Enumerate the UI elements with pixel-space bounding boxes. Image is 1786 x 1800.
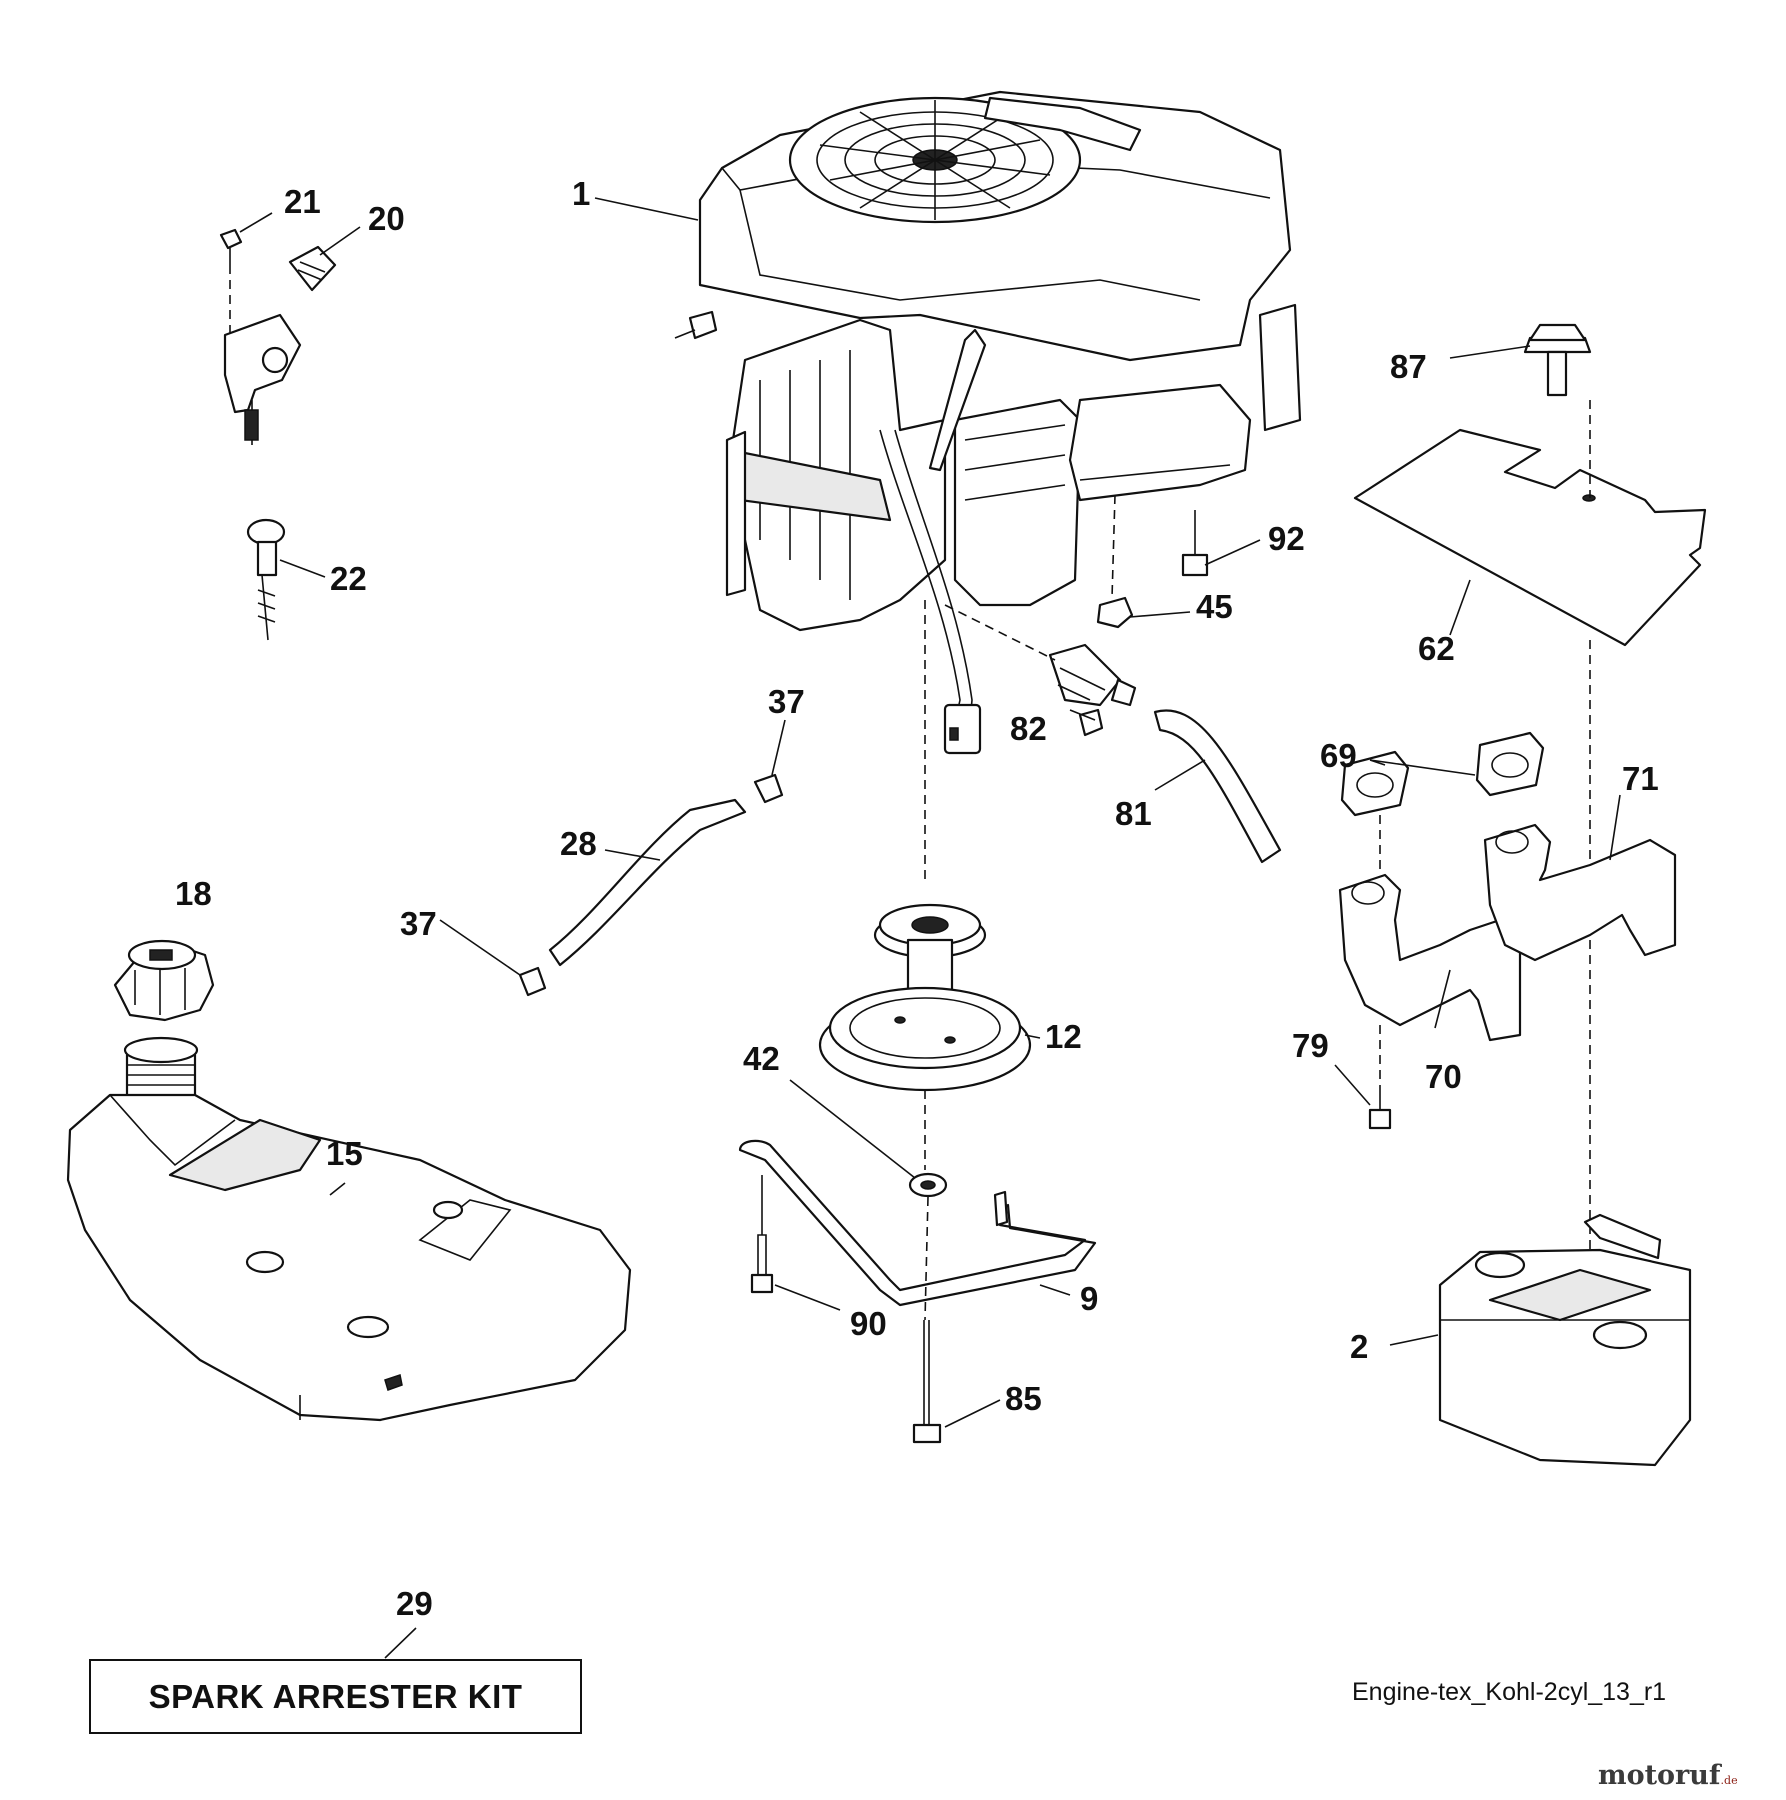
callout-22: 22 bbox=[330, 560, 367, 597]
callout-9: 9 bbox=[1080, 1280, 1098, 1317]
heat-shield-62[interactable] bbox=[1353, 428, 1707, 647]
washer-42[interactable] bbox=[908, 1172, 948, 1198]
fuel-filter-82[interactable] bbox=[1048, 643, 1137, 737]
callout-62: 62 bbox=[1418, 630, 1455, 667]
callout-12: 12 bbox=[1045, 1018, 1082, 1055]
hose-clamp-37-left[interactable] bbox=[518, 966, 547, 997]
exhaust-pipe-70[interactable] bbox=[1338, 873, 1522, 1042]
throttle-bracket[interactable] bbox=[223, 313, 302, 445]
muffler-2[interactable] bbox=[1438, 1213, 1692, 1467]
primer-plunger-22[interactable] bbox=[246, 518, 286, 641]
fuel-cap-18[interactable] bbox=[113, 939, 215, 1022]
callout-37-top: 37 bbox=[768, 683, 805, 720]
watermark-logo: motoruf.de bbox=[1598, 1760, 1738, 1791]
callout-71: 71 bbox=[1622, 760, 1659, 797]
callout-21: 21 bbox=[284, 183, 321, 220]
watermark-text: motoruf bbox=[1598, 1760, 1721, 1791]
callout-87: 87 bbox=[1390, 348, 1427, 385]
callout-20: 20 bbox=[368, 200, 405, 237]
diagram-code: Engine-tex_Kohl-2cyl_13_r1 bbox=[1352, 1678, 1667, 1706]
support-rod-9[interactable] bbox=[738, 1139, 1097, 1307]
callout-1: 1 bbox=[572, 175, 590, 212]
callout-81: 81 bbox=[1115, 795, 1152, 832]
spark-arrester-kit-box[interactable]: SPARK ARRESTER KIT bbox=[89, 1659, 582, 1734]
callout-15: 15 bbox=[326, 1135, 363, 1172]
callout-85: 85 bbox=[1005, 1380, 1042, 1417]
nut-45[interactable] bbox=[1096, 596, 1134, 629]
callout-82: 82 bbox=[1010, 710, 1047, 747]
engine-assembly[interactable] bbox=[674, 90, 1302, 755]
callout-90: 90 bbox=[850, 1305, 887, 1342]
callout-28: 28 bbox=[560, 825, 597, 862]
screw-21[interactable] bbox=[219, 228, 243, 265]
callout-29: 29 bbox=[396, 1585, 433, 1622]
callout-2: 2 bbox=[1350, 1328, 1368, 1365]
hose-clamp-37-top[interactable] bbox=[753, 773, 784, 804]
screw-79[interactable] bbox=[1368, 1085, 1392, 1130]
callout-labels: 1 21 20 22 87 92 45 62 37 82 81 69 71 28… bbox=[175, 175, 1659, 1622]
pulley-12[interactable] bbox=[818, 903, 1032, 1092]
bolt-85[interactable] bbox=[912, 1320, 942, 1444]
callout-37-left: 37 bbox=[400, 905, 437, 942]
fuel-tank-15[interactable] bbox=[66, 1036, 632, 1422]
choke-knob[interactable] bbox=[288, 245, 337, 292]
callout-70: 70 bbox=[1425, 1058, 1462, 1095]
exhaust-pipe-71[interactable] bbox=[1483, 823, 1677, 962]
flange-bolt-87[interactable] bbox=[1523, 323, 1592, 397]
callout-18: 18 bbox=[175, 875, 212, 912]
leader-lines bbox=[239, 197, 1621, 1659]
screw-92[interactable] bbox=[1181, 510, 1209, 577]
callout-69: 69 bbox=[1320, 737, 1357, 774]
gasket-69[interactable] bbox=[1340, 731, 1545, 817]
spark-arrester-kit-label: SPARK ARRESTER KIT bbox=[148, 1677, 523, 1715]
watermark-tld: .de bbox=[1720, 1774, 1738, 1787]
bolt-90[interactable] bbox=[750, 1175, 774, 1294]
callout-92: 92 bbox=[1268, 520, 1305, 557]
callout-45: 45 bbox=[1196, 588, 1233, 625]
callout-79: 79 bbox=[1292, 1027, 1329, 1064]
fuel-line-28[interactable] bbox=[548, 798, 747, 967]
callout-42: 42 bbox=[743, 1040, 780, 1077]
fuel-hose-81[interactable] bbox=[1153, 709, 1282, 864]
